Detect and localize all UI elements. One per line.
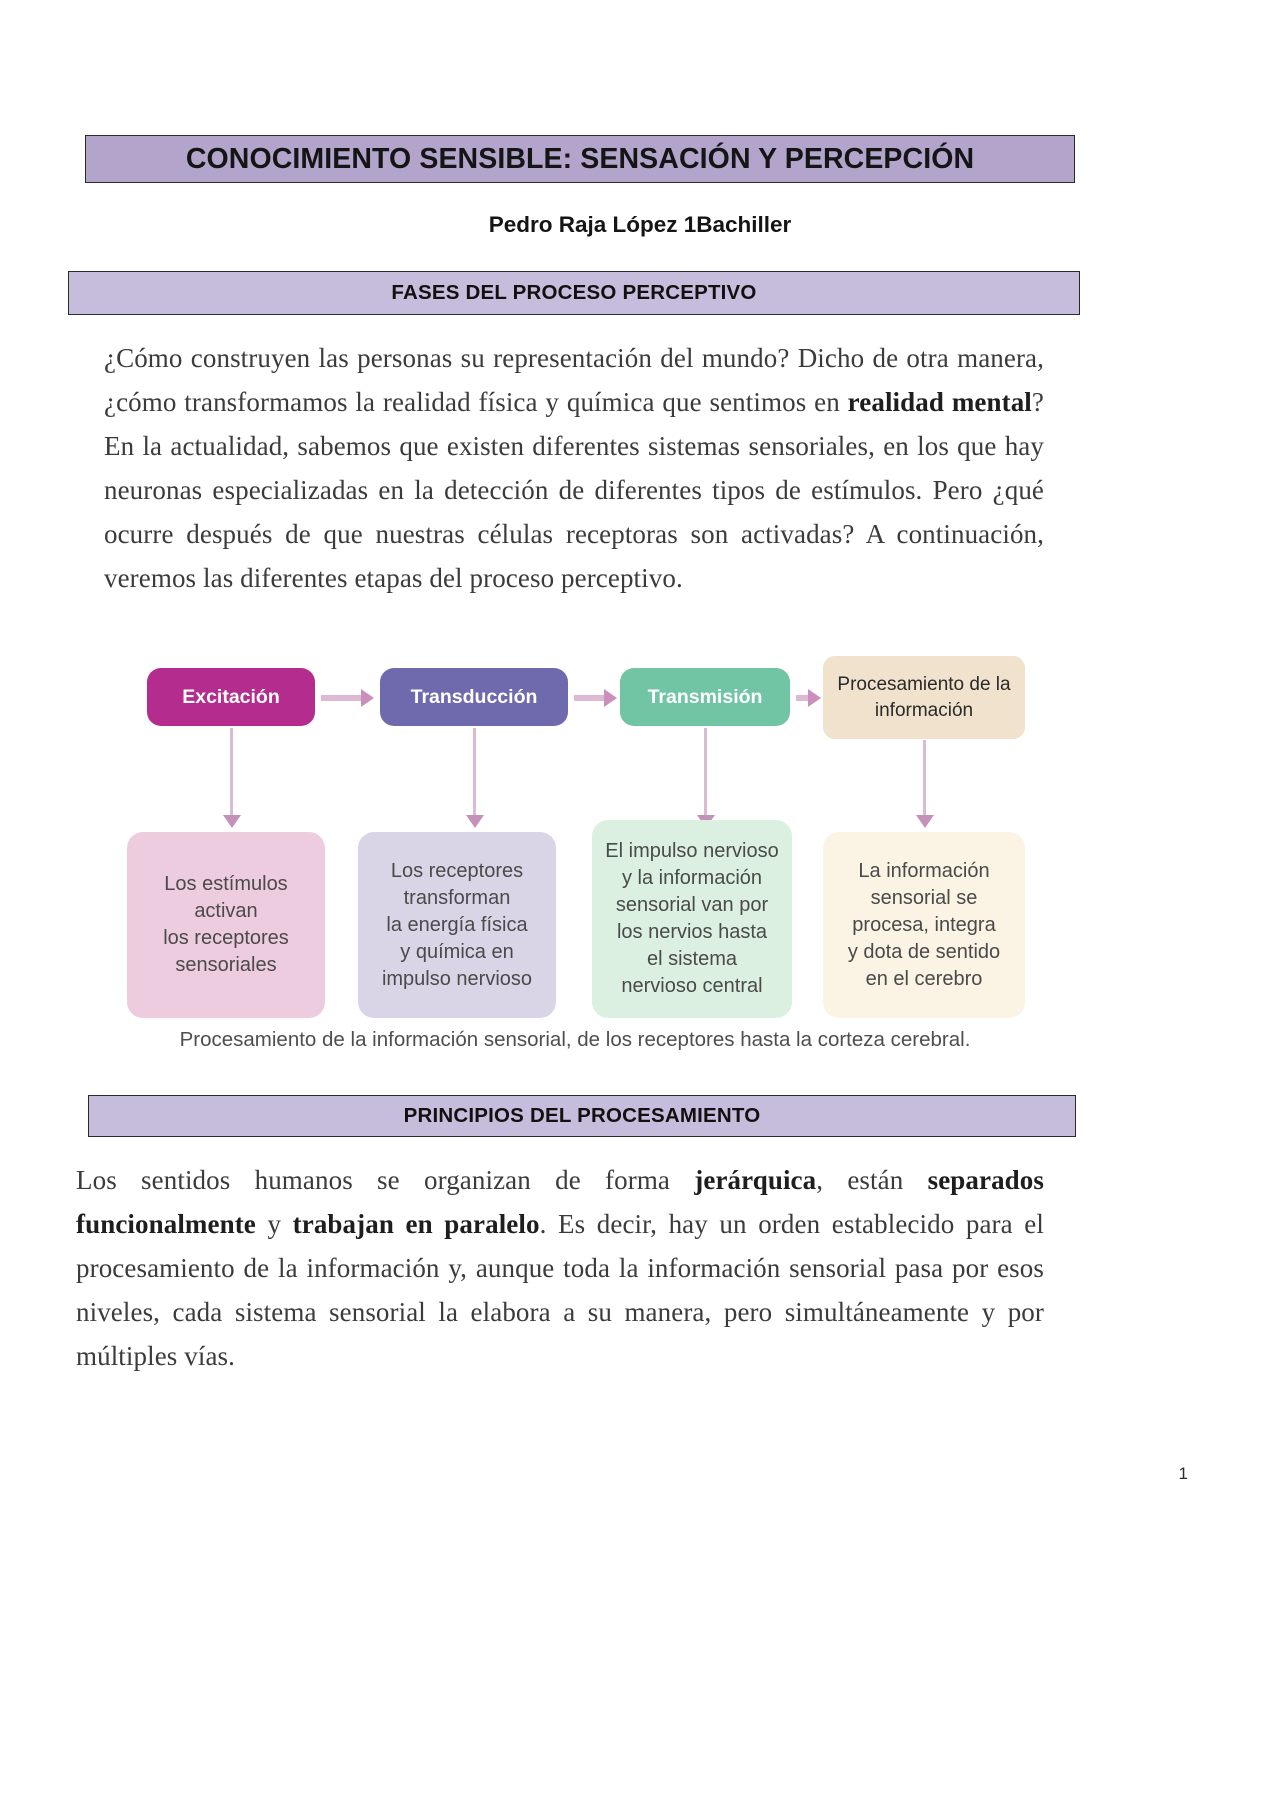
paragraph-fases-bold-realidad-mental: realidad mental [847, 387, 1032, 417]
diagram-stage-transduccion: Transducción [380, 668, 568, 726]
section-heading-principios: PRINCIPIOS DEL PROCESAMIENTO [88, 1095, 1076, 1137]
arrow-down-icon-2 [466, 728, 484, 828]
document-title-banner: CONOCIMIENTO SENSIBLE: SENSACIÓN Y PERCE… [85, 135, 1075, 183]
paragraph-principios-bold-jerarquica: jerárquica [694, 1165, 817, 1195]
diagram-stage-excitacion: Excitación [147, 668, 315, 726]
diagram-description-transmision: El impulso nervioso y la información sen… [592, 820, 792, 1018]
paragraph-principios-part-2: , están [816, 1165, 928, 1195]
diagram-description-transduccion: Los receptores transforman la energía fí… [358, 832, 556, 1018]
diagram-description-excitacion: Los estímulos activan los receptores sen… [127, 832, 325, 1018]
diagram-caption: Procesamiento de la información sensoria… [179, 1028, 971, 1051]
page-number: 1 [1178, 1464, 1188, 1483]
author-line: Pedro Raja López 1Bachiller [488, 212, 792, 237]
section-heading-fases-label: FASES DEL PROCESO PERCEPTIVO [391, 281, 757, 304]
arrow-right-icon-3 [796, 689, 821, 707]
section-heading-fases: FASES DEL PROCESO PERCEPTIVO [68, 271, 1080, 315]
paragraph-principios-part-1: Los sentidos humanos se organizan de for… [76, 1165, 695, 1195]
arrow-down-icon-1 [223, 728, 241, 828]
perceptual-process-diagram: Excitación Transducción Transmisión Proc… [125, 656, 1025, 1058]
paragraph-principios-bold-paralelo: trabajan en paralelo [292, 1209, 540, 1239]
paragraph-fases: ¿Cómo construyen las personas su represe… [104, 336, 1044, 600]
paragraph-principios-part-3: y [255, 1209, 293, 1239]
arrow-right-icon-2 [574, 689, 617, 707]
paragraph-principios-part-4: . Es decir, hay un orden establecido par… [76, 1209, 1044, 1371]
diagram-stage-procesamiento: Procesamiento de la información [823, 656, 1025, 739]
paragraph-fases-part-1: ¿Cómo construyen las personas su represe… [104, 343, 1044, 417]
paragraph-fases-part-2: ? En la actualidad, sabemos que existen … [104, 387, 1045, 593]
section-heading-principios-label: PRINCIPIOS DEL PROCESAMIENTO [403, 1104, 761, 1127]
diagram-description-procesamiento: La información sensorial se procesa, int… [823, 832, 1025, 1018]
page-title: CONOCIMIENTO SENSIBLE: SENSACIÓN Y PERCE… [185, 142, 975, 175]
arrow-right-icon-1 [321, 689, 374, 707]
diagram-stage-transmision: Transmisión [620, 668, 790, 726]
arrow-down-icon-3 [697, 728, 715, 828]
diagram-stage-row: Excitación Transducción Transmisión Proc… [125, 656, 1025, 739]
arrow-down-icon-4 [916, 740, 934, 828]
paragraph-principios: Los sentidos humanos se organizan de for… [76, 1158, 1044, 1378]
paragraph-principios-bold-separados: separados funcionalmente [76, 1165, 1045, 1239]
